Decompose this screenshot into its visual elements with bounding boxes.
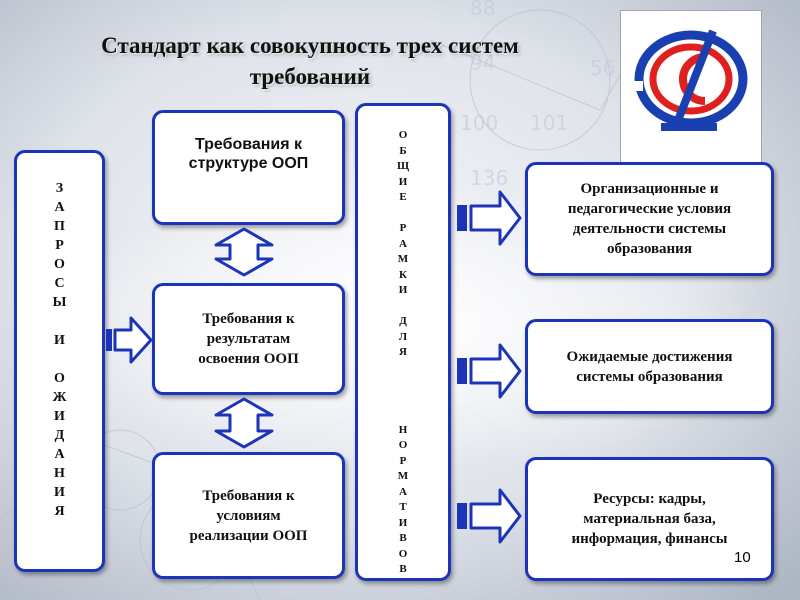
organizational-conditions-box: Организационные и педагогические условия… [525,162,774,276]
double-arrow-icon [214,227,274,277]
vertical-letter: Р [399,454,407,467]
expected-achievements-text: Ожидаемые достижения системы образования [566,348,733,385]
vertical-letter: Д [54,428,65,443]
vertical-letter [402,407,405,423]
vertical-letter: О [398,129,408,141]
organization-logo [620,10,762,163]
right-arrow-icon [457,190,522,246]
vertical-letter: М [397,470,409,482]
vertical-letter: А [399,485,407,498]
vertical-letter [402,392,405,408]
vertical-letter: В [399,532,407,544]
vertical-letter: Е [399,191,407,203]
structure-requirements-text: Требования к структуре ООП [188,136,309,172]
expected-achievements-box: Ожидаемые достижения системы образования [525,319,774,414]
svg-text:94: 94 [470,51,495,75]
vertical-letter [58,350,62,369]
results-requirements-text: Требования к результатам освоения ООП [198,311,299,367]
svg-text:88: 88 [470,0,495,20]
vertical-letter [402,299,405,315]
svg-text:100: 100 [460,111,498,135]
vertical-letter [402,361,405,377]
vertical-letter: О [398,439,408,451]
structure-requirements-box: Требования к структуре ООП [152,110,345,225]
vertical-letter: В [399,563,407,575]
vertical-letter: П [54,219,65,234]
right-arrow-icon [106,316,153,364]
conditions-requirements-box: Требования к условиям реализации ООП [152,452,345,579]
vertical-letter: О [54,257,65,272]
right-arrow-icon [457,343,522,399]
vertical-letter: А [54,200,65,215]
vertical-letter [58,312,62,331]
vertical-letter: О [54,371,65,386]
vertical-letter: Щ [396,160,410,172]
double-arrow-icon [214,397,274,449]
conditions-requirements-text: Требования к условиям реализации ООП [189,487,308,544]
vertical-letter: О [398,547,408,560]
vertical-letter: И [54,409,65,424]
vertical-letter: Д [399,315,407,327]
organizational-conditions-text: Организационные и педагогические условия… [567,181,732,257]
right-arrow-icon [457,488,522,544]
resources-text: Ресурсы: кадры, материальная база, инфор… [571,491,728,547]
svg-text:56: 56 [590,56,615,80]
svg-text:101: 101 [530,111,568,135]
resources-box: Ресурсы: кадры, материальная база, инфор… [525,457,774,581]
vertical-letter: Я [54,504,65,519]
vertical-letter: А [54,447,65,462]
vertical-letter: И [398,284,408,296]
vertical-letter: И [54,485,65,500]
vertical-letter: И [398,175,408,188]
vertical-letter: А [399,237,407,250]
vertical-letter: М [397,253,409,265]
vertical-letter: Б [399,144,407,157]
slide-title: Стандарт как совокупность трех систем тр… [101,33,519,89]
vertical-letter: И [398,516,408,529]
vertical-letter: Т [399,501,407,513]
vertical-letter [402,376,405,392]
vertical-letter: С [54,276,65,291]
results-requirements-box: Требования к результатам освоения ООП [152,283,345,395]
vertical-letter [402,206,405,222]
page-number: 10 [734,549,751,566]
svg-text:136: 136 [470,166,508,190]
vertical-letter: Р [399,222,407,234]
vertical-letter: Н [54,466,65,481]
vertical-letter: Ж [52,390,67,405]
vertical-letter: Л [398,330,408,343]
vertical-letter: К [399,268,407,281]
vertical-letter: Н [398,423,408,436]
vertical-letter: З [55,181,64,196]
vertical-letter: Я [399,346,407,358]
vertical-letter: Ы [52,295,67,310]
vertical-letter: Р [55,238,64,253]
logo-emblem-icon [621,29,748,131]
vertical-letter: И [54,333,65,348]
